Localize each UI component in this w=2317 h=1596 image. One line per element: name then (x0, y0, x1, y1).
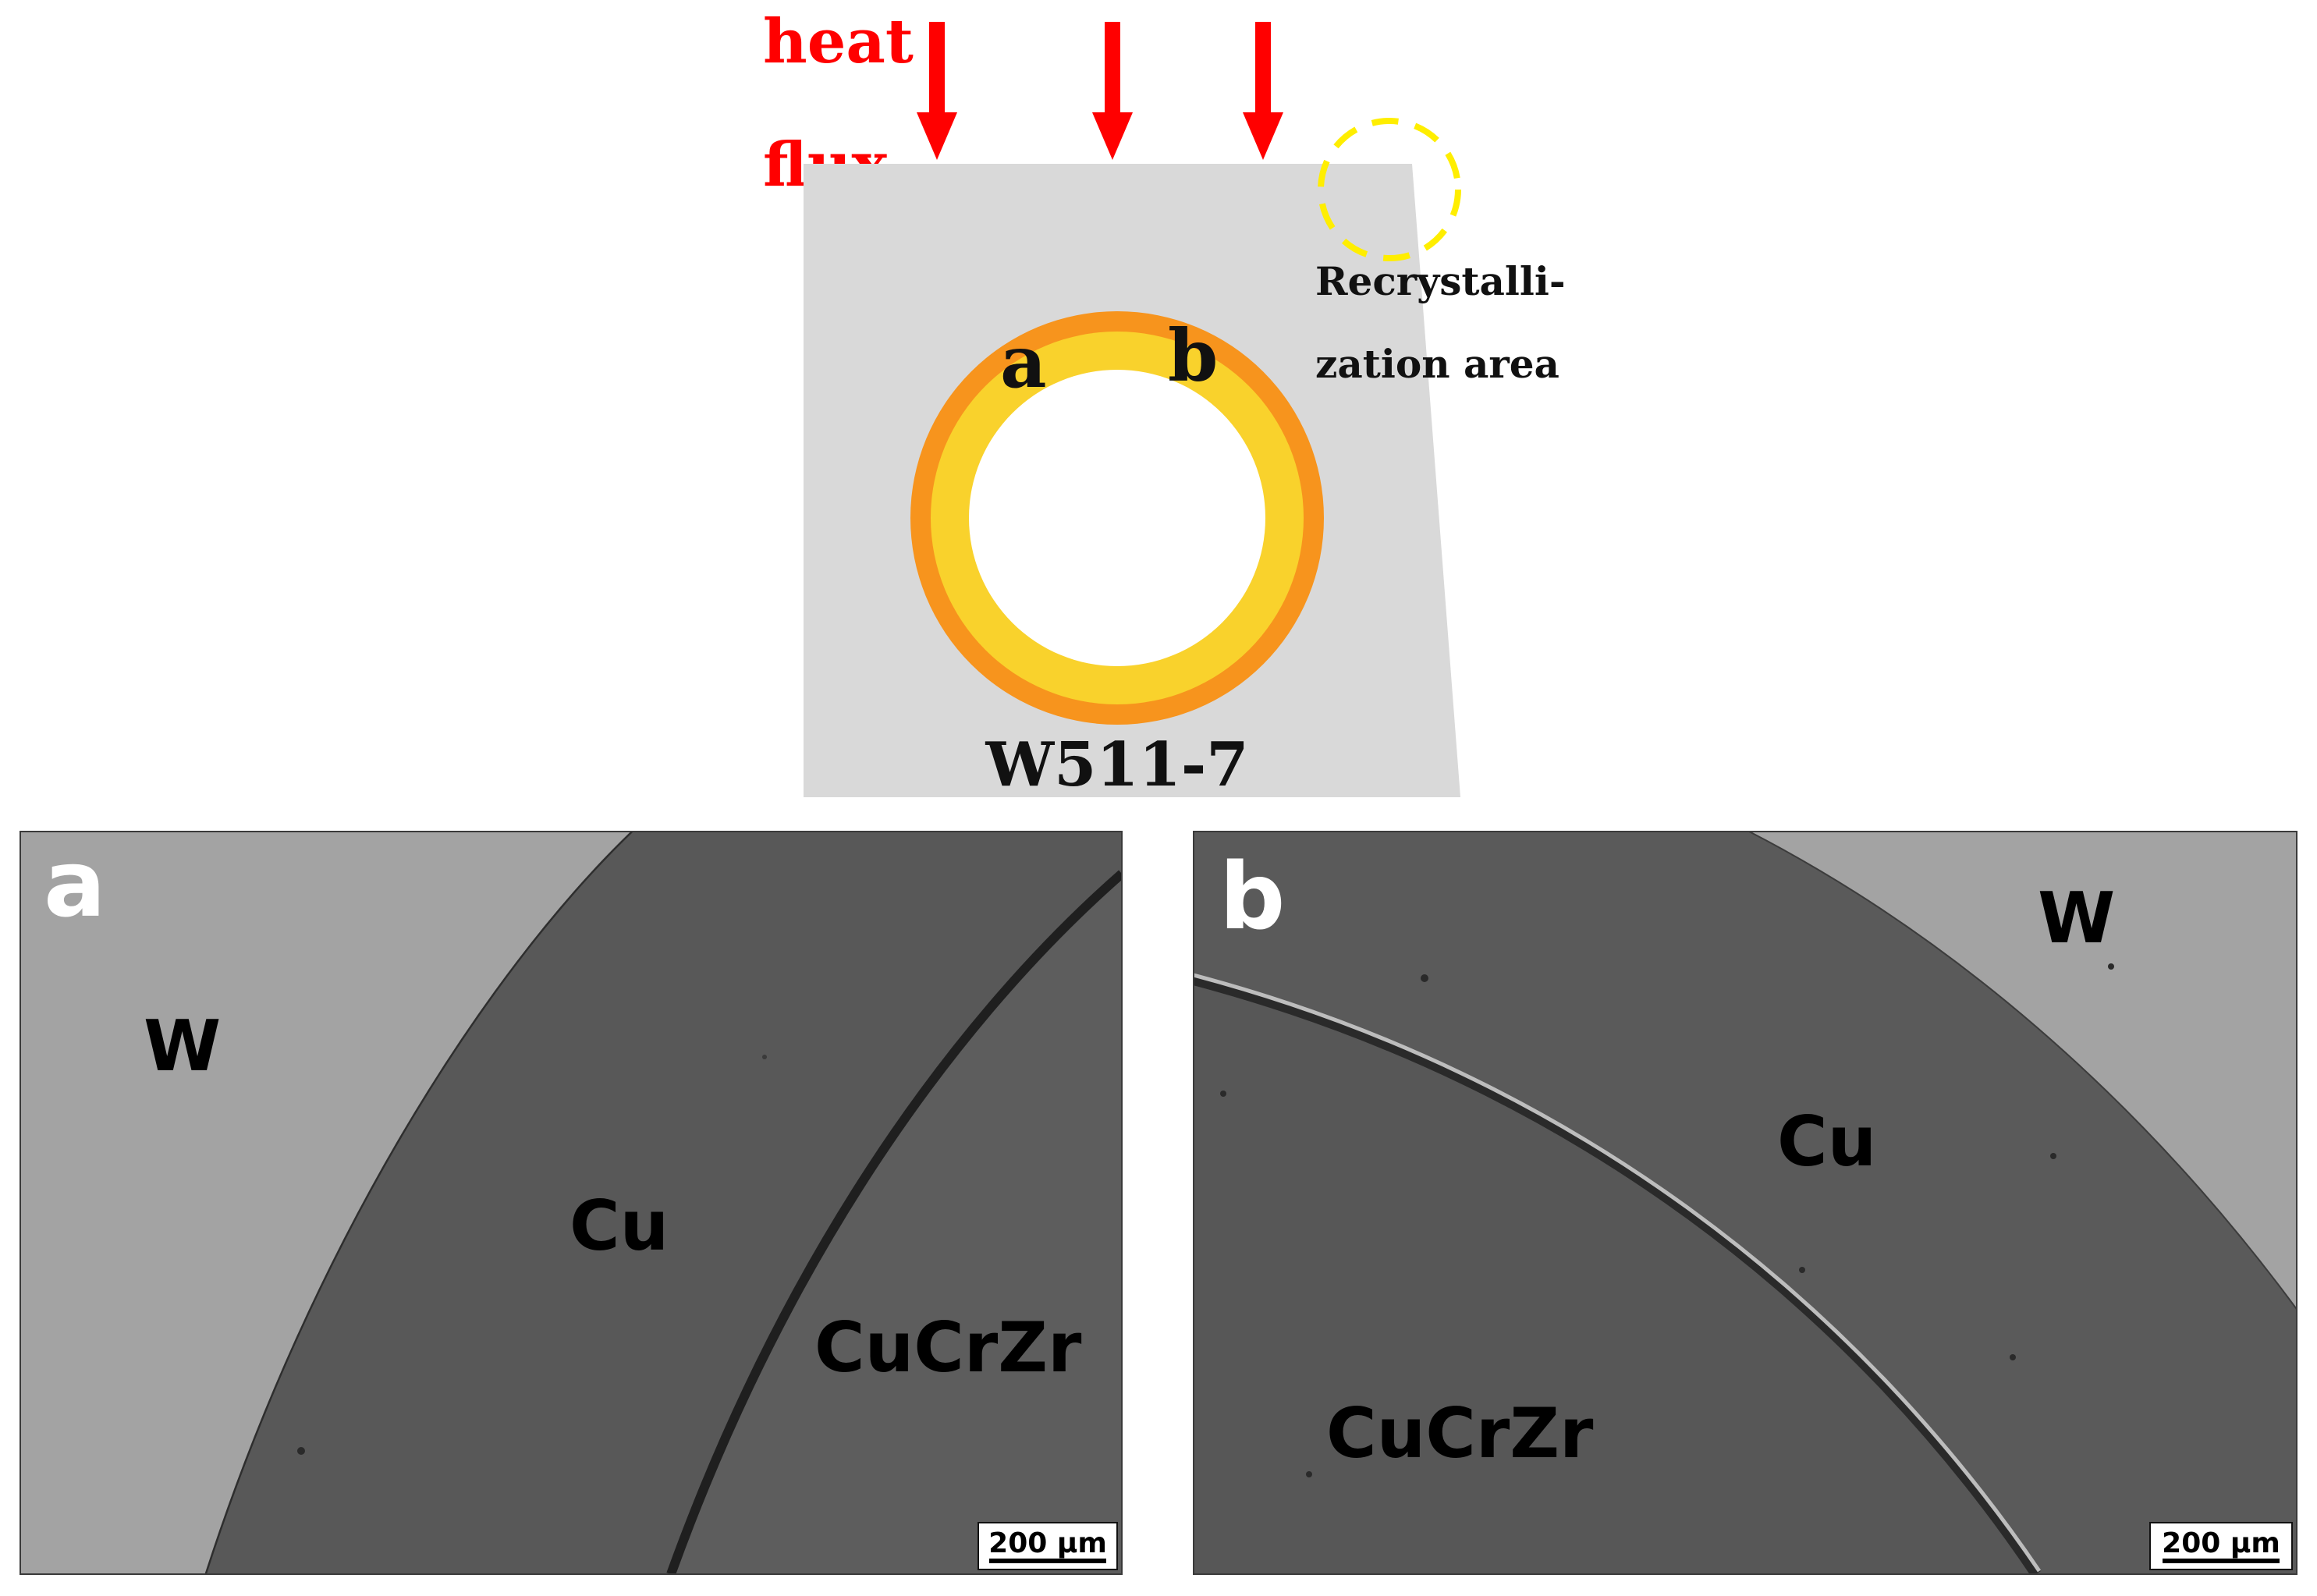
panel-a-scale-bar: 200 µm (978, 1522, 1118, 1570)
panel-b-letter: b (1219, 842, 1285, 950)
recrystallization-label-1: Recrystalli- (1315, 258, 1566, 304)
panel-a-cu-label: Cu (569, 1186, 669, 1266)
heat-flux-arrow (917, 22, 957, 160)
heat-label: heat (763, 6, 914, 77)
specimen-id: W511-7 (985, 729, 1248, 800)
recrystallization-label-2: zation area (1315, 341, 1559, 387)
panel-b-cucrzr-label: CuCrZr (1326, 1393, 1594, 1474)
schematic: heat flux a b Recrystalli- zation area W… (763, 6, 1566, 800)
cooling-channel (969, 370, 1265, 666)
panel-a-cucrzr-label: CuCrZr (814, 1307, 1082, 1388)
heat-flux-arrow (1243, 22, 1283, 160)
w-region (20, 832, 633, 1574)
panel-b-scale-bar: 200 µm (2149, 1522, 2293, 1570)
cu-cucrzr-interface (1194, 974, 2041, 1574)
svg-text:200 µm: 200 µm (988, 1527, 1107, 1559)
panel-b-w-label: W (2038, 878, 2115, 959)
marker-b: b (1168, 314, 1218, 398)
cucrzr-region (1194, 983, 2036, 1574)
recrystallization-circle (1318, 118, 1461, 261)
cu-region (1194, 832, 2297, 1574)
panel-a: a W Cu CuCrZr 200 µm (20, 830, 1123, 1575)
panel-b-cu-label: Cu (1777, 1101, 1876, 1182)
panel-a-letter: a (44, 830, 106, 938)
marker-a: a (1000, 320, 1047, 404)
panel-a-w-label: W (144, 1005, 221, 1087)
svg-text:200 µm: 200 µm (2162, 1527, 2280, 1559)
heat-flux-arrow (1092, 22, 1133, 160)
panel-b: b W Cu CuCrZr 200 µm (1193, 831, 2297, 1575)
w-region (1748, 832, 2297, 1310)
cu-cucrzr-interface (666, 870, 1122, 1574)
cu-region (207, 832, 1122, 1574)
